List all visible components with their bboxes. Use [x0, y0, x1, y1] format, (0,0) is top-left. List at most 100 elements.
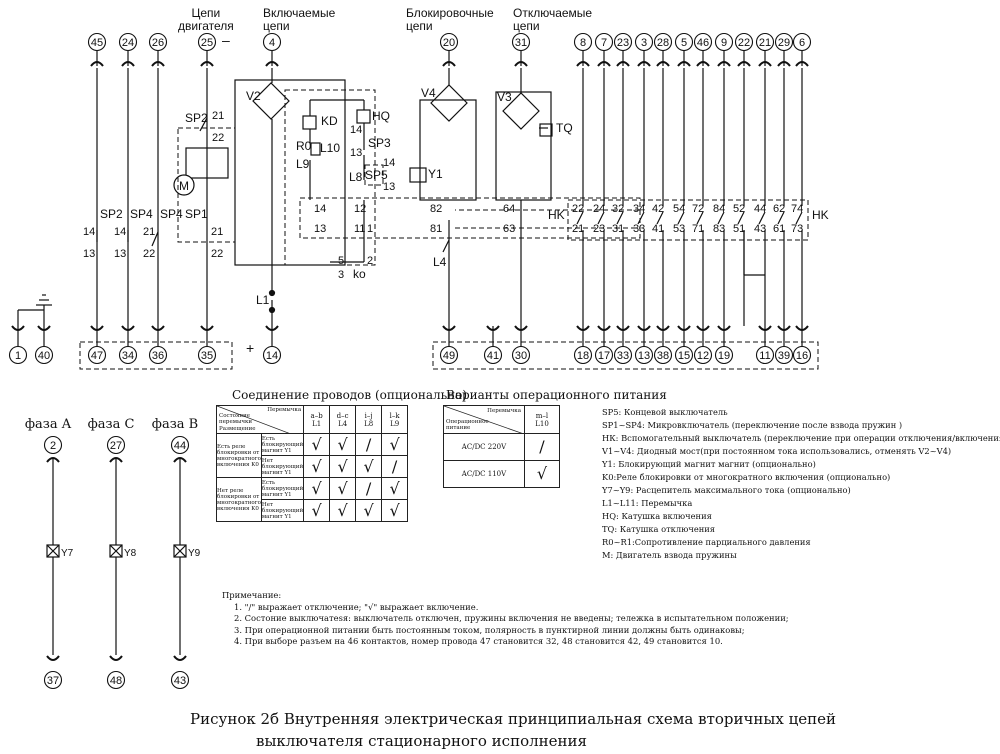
terminal-number: 46: [697, 37, 709, 49]
mark-cell: √: [381, 433, 409, 456]
terminal-number: 30: [515, 350, 527, 362]
phase-top-terminal: [106, 435, 126, 455]
label: 62: [773, 203, 785, 215]
terminal-number: 8: [580, 37, 586, 49]
terminal-number: 44: [174, 440, 186, 452]
bottom-terminal: [8, 345, 28, 365]
label: L10: [320, 141, 340, 155]
component-box: [177, 127, 236, 243]
wire: [151, 231, 159, 247]
label: 21: [212, 110, 224, 122]
phase-bottom-terminal: [106, 670, 126, 690]
row-group-2: Нет реле блокировки от многократного вкл…: [216, 477, 262, 522]
wire: [442, 239, 450, 253]
connector-plug: [777, 325, 791, 331]
terminal-number: 47: [91, 350, 103, 362]
connector-plug: [37, 325, 51, 331]
connector-plug: [758, 325, 772, 331]
wire-connection-table: Перемычка Состояние перемычки Размещение…: [215, 405, 409, 522]
terminal-number: 28: [657, 37, 669, 49]
row-state: Есть блокирующий магнит Y1: [260, 433, 305, 456]
connector-plug: [758, 61, 772, 67]
connector-plug: [442, 61, 456, 67]
top-terminal: [262, 32, 282, 52]
device-label: Y9: [188, 548, 201, 559]
label: 14: [83, 226, 95, 238]
bottom-terminal: [792, 345, 812, 365]
wire: [576, 211, 584, 225]
connector-plug: [121, 61, 135, 67]
bottom-terminal: [653, 345, 673, 365]
terminal-number: 34: [122, 350, 134, 362]
component-box: [356, 109, 371, 124]
mark-cell: √: [303, 433, 331, 456]
wire: [597, 211, 605, 225]
terminal-number: 18: [577, 350, 589, 362]
label: 22: [211, 248, 223, 260]
legend-item: НК: Вспомогательный выключатель (переклю…: [602, 433, 1000, 443]
label: 2: [367, 255, 373, 267]
connector-plug: [656, 61, 670, 67]
terminal-number: 40: [38, 350, 50, 362]
label: SP3: [368, 136, 391, 150]
label: 42: [652, 203, 664, 215]
label: 1: [367, 223, 373, 235]
connector-plug: [717, 325, 731, 331]
wire: [199, 117, 208, 132]
supply-table-corner: Перемычка Операционное питание: [443, 405, 525, 434]
top-terminal: [87, 32, 107, 52]
connector-plug: [616, 61, 630, 67]
terminal-number: 13: [638, 350, 650, 362]
label: ko: [353, 267, 366, 281]
terminal-number: 21: [759, 37, 771, 49]
label: 81: [430, 223, 442, 235]
wire: [677, 211, 685, 225]
label: 22: [212, 132, 224, 144]
phase-top-terminal: [43, 435, 63, 455]
label: 64: [503, 203, 515, 215]
header-minus: –: [222, 32, 230, 48]
top-terminal: [734, 32, 754, 52]
row-state: Есть блокирующий магнит Y1: [260, 477, 305, 500]
label: 43: [754, 223, 766, 235]
note-item: 2. Состоние выключатеsя: выключатель отк…: [234, 613, 789, 623]
figure-caption-line2: выключателя стационарного исполнения: [256, 732, 587, 750]
legend-item: V1~V4: Диодный мост(при постоянном тока …: [602, 446, 952, 456]
wire-table-title: Соединение проводов (опционально): [232, 388, 468, 402]
terminal-number: 25: [201, 37, 213, 49]
connector-plug: [717, 61, 731, 67]
label: R0: [296, 139, 312, 153]
bottom-terminal: [774, 345, 794, 365]
connector-plug: [514, 325, 528, 331]
connector-plug: [514, 61, 528, 67]
top-terminal: [693, 32, 713, 52]
label: SP4: [160, 207, 183, 221]
label: 11: [354, 223, 365, 235]
bottom-terminal: [439, 345, 459, 365]
bottom-terminal: [693, 345, 713, 365]
terminal-number: 20: [443, 37, 455, 49]
mark-cell: √: [355, 455, 383, 478]
label: SP1: [185, 207, 208, 221]
connector-plug: [597, 325, 611, 331]
legend-item: K0:Реле блокировки от многократного вклю…: [602, 472, 891, 482]
terminal-number: 19: [718, 350, 730, 362]
wire: [46, 544, 60, 558]
terminal-number: 17: [598, 350, 610, 362]
phase-name: фаза C: [88, 417, 135, 432]
terminal-number: 48: [110, 675, 122, 687]
label: 23: [593, 223, 605, 235]
label: 53: [673, 223, 685, 235]
label: TQ: [556, 121, 573, 135]
terminal-number: 15: [678, 350, 690, 362]
terminal-number: 3: [641, 37, 647, 49]
label: 84: [713, 203, 725, 215]
legend-item: TQ: Катушка отключения: [602, 524, 716, 534]
terminal-number: 22: [738, 37, 750, 49]
link-dot: [268, 289, 276, 297]
diode-bridge: [502, 92, 540, 130]
bottom-terminal: [634, 345, 654, 365]
terminal-number: 5: [681, 37, 687, 49]
label: 54: [673, 203, 685, 215]
